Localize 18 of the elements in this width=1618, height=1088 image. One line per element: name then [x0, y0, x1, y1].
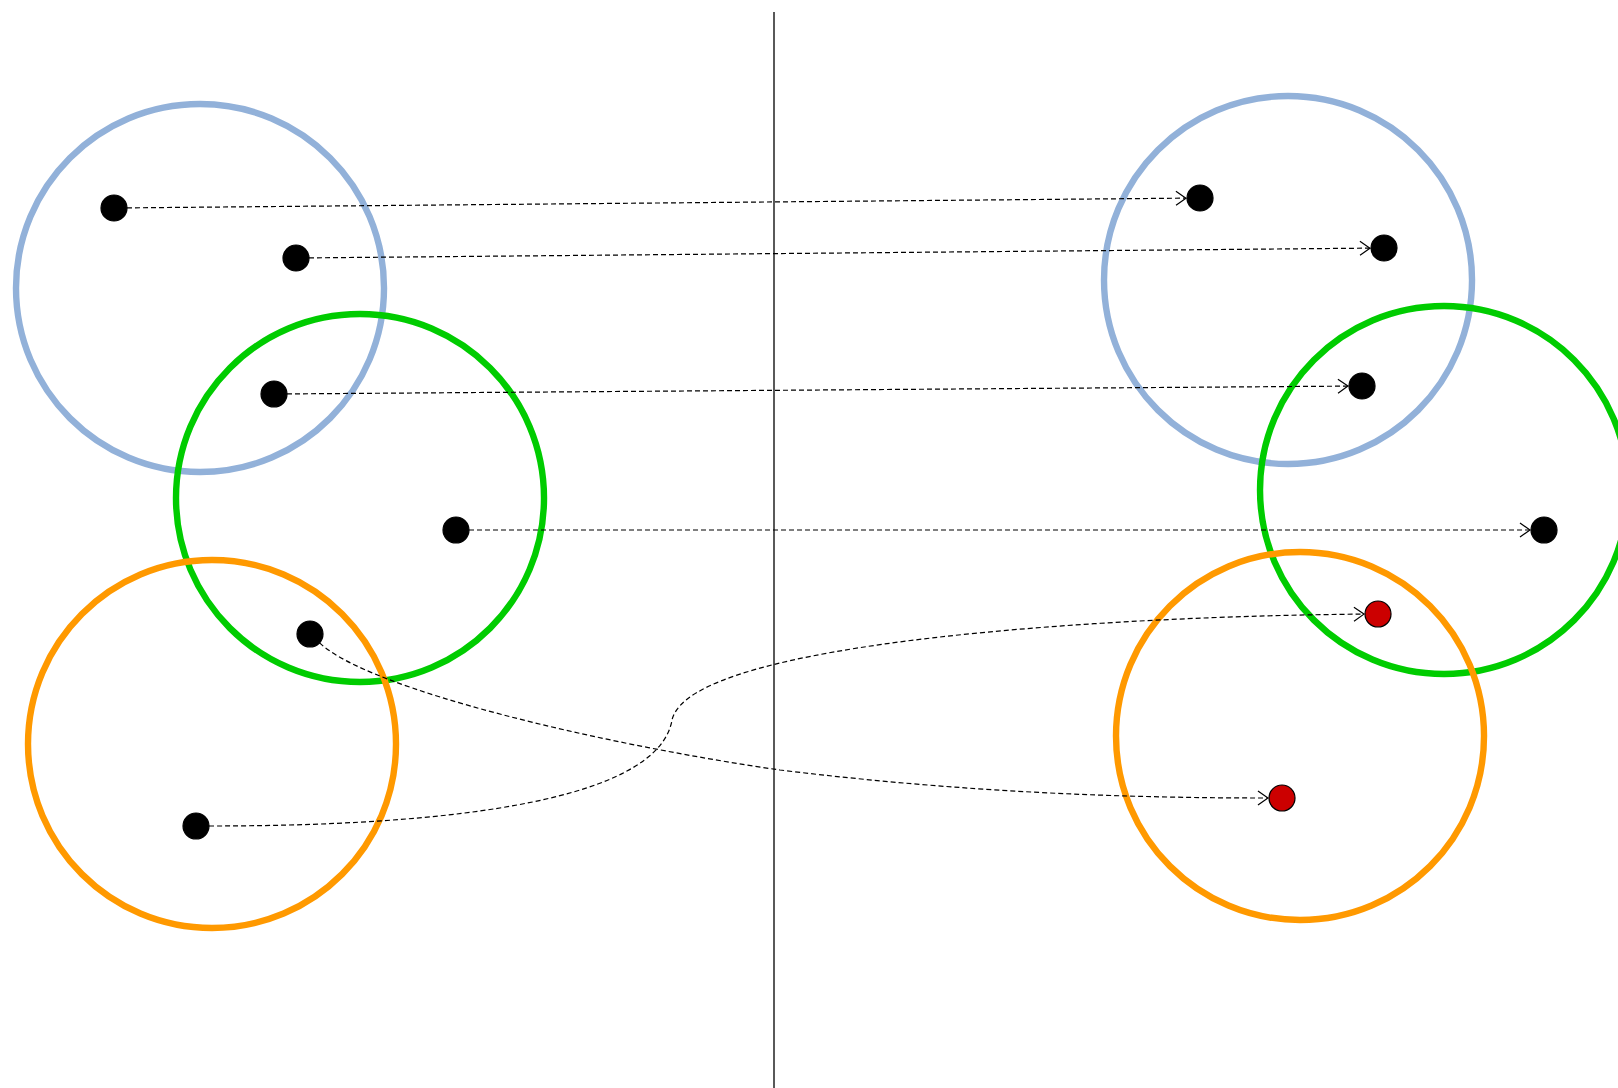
dashed-arrow	[208, 606, 1365, 827]
point-dot	[282, 244, 310, 272]
point-dot	[296, 620, 324, 648]
point-dot	[1530, 516, 1558, 544]
point-dot	[1186, 184, 1214, 212]
point-dot	[1348, 372, 1376, 400]
point-dot	[1370, 234, 1398, 262]
point-dot	[260, 380, 288, 408]
point-dot	[182, 812, 210, 840]
dashed-arrow	[318, 642, 1269, 806]
point-dot	[442, 516, 470, 544]
dashed-arrow	[468, 522, 1531, 538]
dashed-arrow	[126, 190, 1187, 209]
dashed-arrow	[308, 240, 1371, 259]
point-dot	[1364, 600, 1392, 628]
point-dot	[1268, 784, 1296, 812]
point-dot	[100, 194, 128, 222]
dashed-arrow	[286, 378, 1349, 395]
